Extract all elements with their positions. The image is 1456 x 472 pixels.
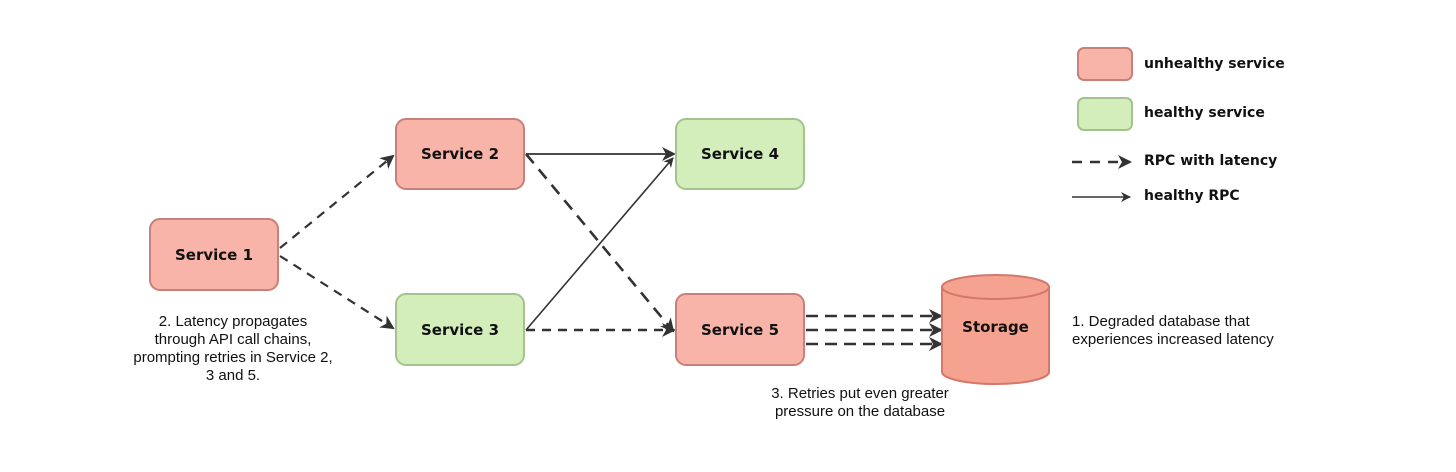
legend-healthy-swatch xyxy=(1077,97,1133,131)
latency-note: 2. Latency propagates through API call c… xyxy=(133,313,333,384)
rpc-s1-s2 xyxy=(279,154,395,249)
rpc-s2-s5 xyxy=(524,153,675,333)
service-3-label: Service 3 xyxy=(420,320,500,339)
legend-healthy-label: healthy service xyxy=(1144,105,1265,121)
legend-unhealthy-swatch xyxy=(1077,47,1133,81)
legend-rpc-latency-label: RPC with latency xyxy=(1144,153,1278,169)
storage-label: Storage xyxy=(962,318,1029,336)
legend-unhealthy-label: unhealthy service xyxy=(1144,56,1285,72)
rpc-s1-s3 xyxy=(279,255,395,330)
service-5-node: Service 5 xyxy=(675,293,805,366)
service-2-label: Service 2 xyxy=(420,145,500,163)
legend-healthy-rpc-label: healthy RPC xyxy=(1144,188,1240,204)
service-4-node: Service 4 xyxy=(675,118,805,190)
storage-cylinder xyxy=(941,274,1050,385)
service-1-node: Service 1 xyxy=(149,218,279,291)
service-5-label: Service 5 xyxy=(700,320,780,339)
retries-note: 3. Retries put even greater pressure on … xyxy=(771,385,949,420)
rpc-s3-s4 xyxy=(525,157,674,331)
service-2-node: Service 2 xyxy=(395,118,525,190)
service-4-label: Service 4 xyxy=(700,145,780,163)
service-1-label: Service 1 xyxy=(174,245,254,264)
degraded-db-note: 1. Degraded database that experiences in… xyxy=(1072,313,1274,348)
service-3-node: Service 3 xyxy=(395,293,525,366)
